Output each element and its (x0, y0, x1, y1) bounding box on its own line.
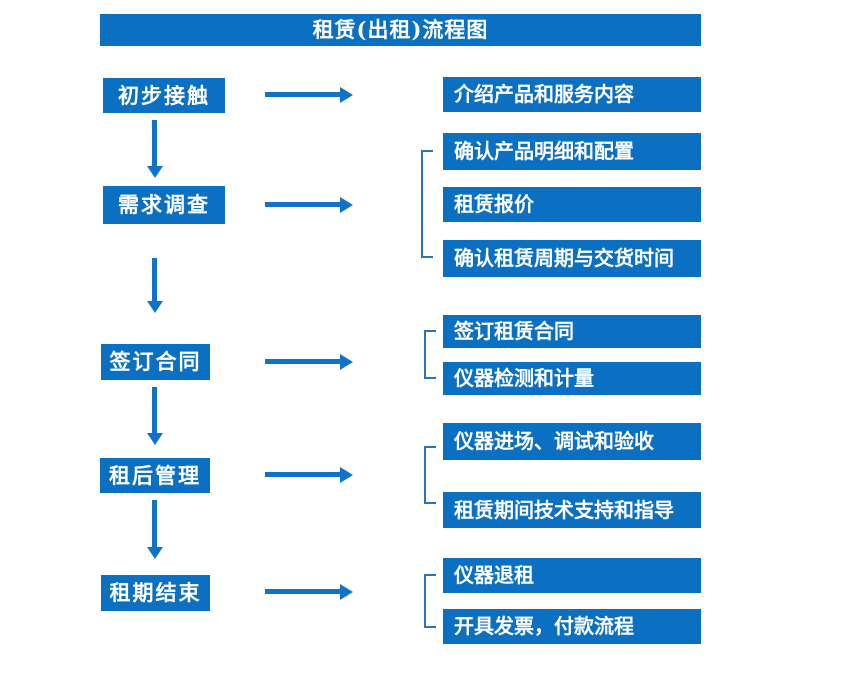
output-box: 开具发票，付款流程 (443, 609, 701, 644)
output-box: 确认租赁周期与交货时间 (443, 240, 701, 277)
arrow-right-icon (265, 87, 353, 103)
arrow-right-icon (265, 354, 353, 370)
stage-box-initial-contact: 初步接触 (103, 78, 225, 113)
arrow-down-icon (147, 387, 163, 445)
arrow-shaft (265, 202, 341, 207)
arrow-shaft (152, 387, 157, 433)
output-box: 租赁期间技术支持和指导 (443, 492, 701, 528)
output-box: 租赁报价 (443, 187, 701, 222)
arrow-right-icon (265, 584, 353, 600)
arrow-shaft (152, 258, 157, 301)
arrow-right-icon (265, 197, 353, 213)
arrow-right-icon (265, 467, 353, 483)
arrow-shaft (265, 359, 341, 364)
arrow-head (340, 467, 353, 483)
group-bracket (424, 574, 436, 628)
arrow-shaft (265, 92, 341, 97)
arrow-head (340, 87, 353, 103)
stage-box-lease-end: 租期结束 (101, 575, 210, 611)
output-box: 仪器检测和计量 (443, 362, 701, 395)
arrow-head (340, 197, 353, 213)
arrow-head (147, 433, 163, 445)
arrow-head (340, 584, 353, 600)
arrow-head (340, 354, 353, 370)
output-box: 确认产品明细和配置 (443, 133, 701, 170)
page-title: 租赁(出租)流程图 (100, 14, 701, 46)
arrow-head (147, 166, 163, 178)
stage-box-demand-survey: 需求调查 (103, 186, 225, 224)
output-box: 介绍产品和服务内容 (443, 77, 701, 112)
stage-box-sign-contract: 签订合同 (101, 344, 210, 380)
arrow-shaft (265, 472, 341, 477)
output-box: 签订租赁合同 (443, 315, 701, 348)
arrow-down-icon (147, 120, 163, 178)
group-bracket (424, 330, 436, 379)
stage-box-post-rental-management: 租后管理 (100, 458, 210, 493)
arrow-shaft (265, 589, 341, 594)
arrow-head (147, 301, 163, 313)
arrow-down-icon (147, 500, 163, 559)
arrow-shaft (152, 500, 157, 547)
arrow-down-icon (147, 258, 163, 313)
arrow-shaft (152, 120, 157, 166)
output-box: 仪器进场、调试和验收 (443, 423, 701, 460)
arrow-head (147, 547, 163, 559)
group-bracket (424, 446, 436, 504)
output-box: 仪器退租 (443, 558, 701, 593)
group-bracket (421, 150, 433, 258)
